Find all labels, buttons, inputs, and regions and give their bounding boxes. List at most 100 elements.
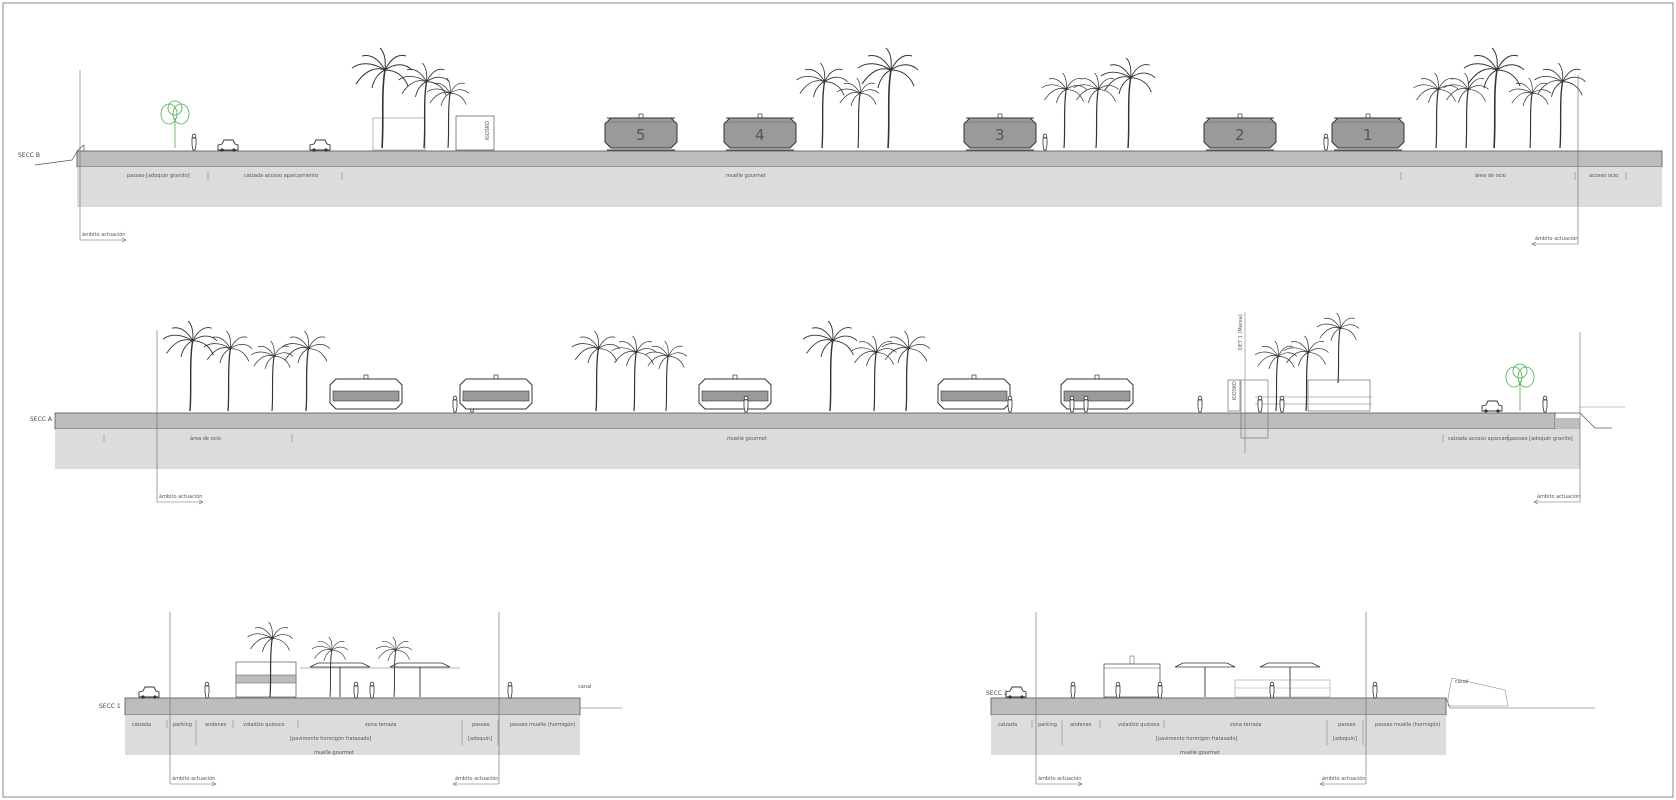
section-a: SECC A área de ocio muelle gourmet calza… [30, 312, 1625, 505]
zone-label: passeo muelle (hormigón) [510, 721, 576, 728]
substrate [991, 715, 1446, 755]
zone-label: passeo [1338, 722, 1356, 728]
ground-slab [990, 697, 1447, 716]
kiosk-number: 2 [1235, 126, 1245, 144]
kiosk-icon [329, 374, 403, 410]
zone-label: passeo muelle (hormigón) [1375, 721, 1441, 728]
zone-label: calzada acceso aparcamiento [244, 173, 318, 179]
zone-label: parking [173, 722, 192, 728]
ground-slab [54, 412, 1556, 430]
substrate [77, 167, 1662, 207]
zone-label: área de ocio [1475, 172, 1506, 179]
zone-sublabel: [adoquín] [1333, 735, 1357, 742]
ambito-label: ámbito actuación [159, 493, 202, 500]
zone-label: andenes [1070, 722, 1092, 728]
person-icon [1372, 681, 1378, 699]
zone-bottom: muelle gourmet [314, 750, 354, 756]
kiosk-icon [698, 374, 772, 410]
zone-bottom: muelle gourmet [1180, 750, 1220, 756]
ambito-label: ámbito actuación [1038, 775, 1081, 782]
palm-tree-icon [351, 47, 413, 149]
ground-slab [124, 697, 581, 716]
ambito-label: ámbito actuación [82, 231, 125, 238]
palm-tree-icon [802, 320, 858, 412]
palm-tree-icon [881, 330, 931, 412]
water-label: canal [1455, 679, 1468, 685]
palm-tree-icon [1072, 72, 1120, 149]
zone-label: zona terraza [1230, 722, 1261, 728]
palm-tree-icon [162, 320, 218, 412]
palm-tree-icon [571, 330, 621, 412]
kiosk-number: 4 [755, 126, 765, 144]
person-icon [1197, 395, 1203, 413]
ambito-label: ámbito actuación [172, 775, 215, 782]
zone-label: acceso ocio [1589, 173, 1618, 179]
person-icon [1257, 395, 1263, 413]
person-icon [1269, 681, 1275, 699]
palm-tree-icon [1100, 57, 1156, 149]
person-icon [1069, 395, 1075, 413]
kiosk-side-icon [455, 115, 495, 151]
deciduous-tree-icon [160, 100, 190, 149]
zone-label: muelle gourmet [726, 173, 766, 179]
zone-label: parking [1038, 722, 1057, 728]
zone-label: área de ocio [190, 435, 221, 442]
section-1-title: SECC 1 [99, 703, 121, 710]
section-b-title: SECC B [18, 152, 40, 159]
kiosk-number: 1 [1363, 126, 1373, 144]
person-icon [1542, 395, 1548, 413]
zone-label: voladizo quiosco [243, 722, 285, 728]
zone-sublabel: [pavimento hormigón fratasado] [1156, 735, 1238, 742]
person-icon [1042, 133, 1048, 151]
ambito-label: ámbito actuación [1322, 775, 1365, 782]
kiosk-number: 5 [636, 126, 646, 144]
detail-label: DET 1 (Marea) [1238, 314, 1244, 350]
ambito-label: ámbito actuación [455, 775, 498, 782]
umbrella-icon [1174, 662, 1236, 698]
palm-tree-icon [1442, 72, 1490, 149]
section-1: SECC 1 canal calzada parking andenes vol… [99, 612, 622, 787]
person-icon [1007, 395, 1013, 413]
kiosk-number: 3 [995, 126, 1005, 144]
person-icon [353, 681, 359, 699]
person-icon [1323, 133, 1329, 151]
palm-tree-icon [795, 62, 849, 149]
person-icon [1157, 681, 1163, 699]
substrate [55, 429, 1580, 469]
person-icon [204, 681, 210, 699]
car-icon [217, 139, 239, 153]
palm-tree-icon [1282, 335, 1330, 412]
car-icon [138, 686, 160, 700]
deciduous-tree-icon [1505, 363, 1535, 412]
kiosk-icon [459, 374, 533, 410]
kiosk-icon [1103, 663, 1161, 698]
ambito-label: ámbito actuación [1537, 493, 1580, 500]
person-icon [507, 681, 513, 699]
person-icon [1115, 681, 1121, 699]
person-icon [743, 395, 749, 413]
palm-tree-icon [1463, 47, 1525, 149]
kiosk-side-label: KIOSKO [485, 121, 491, 140]
palm-tree-icon [857, 47, 919, 149]
section-2: SECC 2 canal calzada parking andenes vol… [986, 612, 1595, 787]
section-2-title: SECC 2 [986, 690, 1008, 697]
palm-tree-icon [836, 77, 880, 149]
palm-tree-icon [850, 335, 898, 412]
zone-label: calzada [998, 722, 1017, 728]
water-label: canal [578, 684, 591, 690]
zone-label: passeo [adoquin granito] [127, 173, 190, 179]
car-icon [1481, 400, 1503, 414]
substrate [125, 715, 580, 755]
section-a-title: SECC A [30, 416, 53, 423]
section-b: SECC B passeo [adoquin granito] calzada … [18, 47, 1663, 247]
zone-label: calzada acceso aparcam. [1448, 436, 1512, 442]
zone-label: calzada [132, 722, 151, 728]
zone-label: voladizo quiosco [1118, 722, 1160, 728]
person-icon [452, 395, 458, 413]
palm-tree-icon [1040, 72, 1088, 149]
zone-label: passeo [472, 722, 490, 728]
car-icon [1005, 686, 1027, 700]
palm-tree-icon [397, 62, 451, 149]
palm-tree-icon [203, 330, 253, 412]
